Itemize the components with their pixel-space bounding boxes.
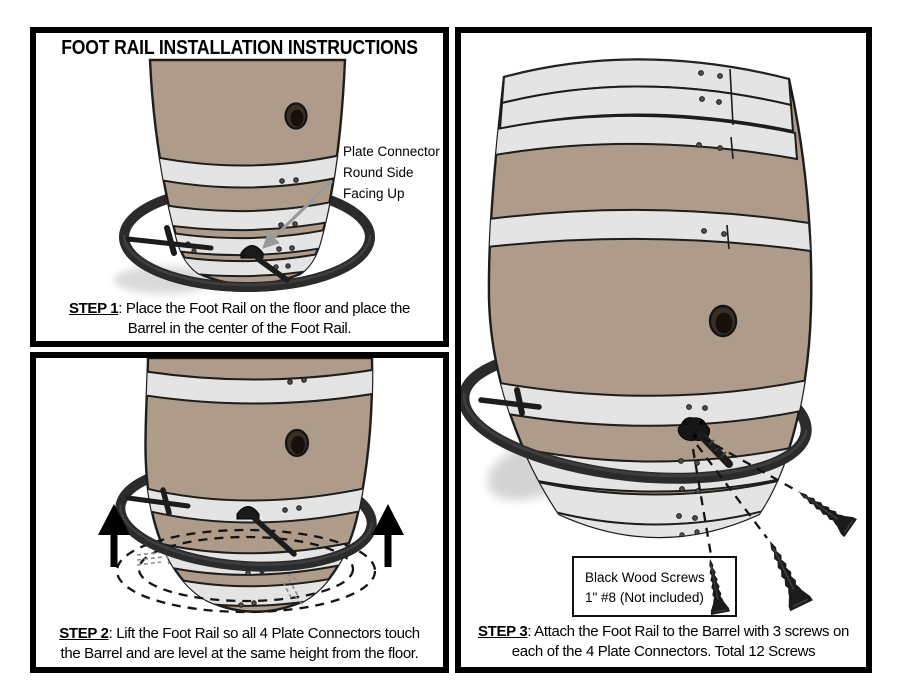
screw-guide-lines [691, 435, 800, 556]
side-plate-connector [125, 487, 191, 516]
step2-panel: STEP 2: Lift the Foot Rail so all 4 Plat… [30, 352, 449, 673]
up-arrow-right [372, 504, 404, 567]
floor-shadow [114, 266, 214, 294]
page-title: FOOT RAIL INSTALLATION INSTRUCTIONS [61, 37, 418, 59]
wood-screw [757, 534, 814, 613]
foot-rail-ring-back [119, 182, 375, 292]
step3-caption: STEP 3: Attach the Foot Rail to the Barr… [478, 623, 849, 660]
foot-rail-ring-front [115, 506, 377, 572]
foot-rail-ring-back [115, 460, 377, 572]
up-arrow-left [98, 504, 130, 567]
pointer-arrow [262, 179, 334, 249]
step2-label: STEP 2 [59, 625, 109, 642]
step2-illustration [98, 358, 404, 614]
bung-hole [284, 102, 308, 130]
wood-screw [791, 482, 858, 538]
bung-hole [284, 428, 310, 458]
step2-caption: STEP 2: Lift the Foot Rail so all 4 Plat… [59, 625, 420, 662]
front-plate-connector [677, 417, 733, 468]
barrel-illustration [487, 58, 813, 539]
bung-hole [708, 304, 738, 338]
side-plate-connector [478, 387, 542, 416]
step1-caption: STEP 1: Place the Foot Rail on the floor… [68, 300, 411, 337]
step3-panel: Black Wood Screws 1" #8 (Not included) [455, 27, 872, 673]
front-plate-connector [236, 506, 297, 557]
foot-rail-ring-front [461, 395, 812, 484]
floor-shadow [487, 438, 587, 500]
side-plate-connector [125, 225, 214, 256]
step1-panel: FOOT RAIL INSTALLATION INSTRUCTIONS [30, 27, 449, 347]
hidden-screw-sketch-right [282, 573, 304, 606]
barrel-illustration [148, 58, 347, 286]
dashed-floor-outline [115, 528, 377, 614]
foot-rail-ring-front [119, 236, 375, 292]
step3-label: STEP 3 [478, 623, 528, 640]
front-plate-connector [240, 245, 290, 283]
hidden-screw-sketch-left [136, 547, 170, 566]
foot-rail-ring-back [461, 344, 812, 484]
step1-label: STEP 1 [68, 300, 119, 317]
screw-note-box: Black Wood Screws 1" #8 (Not included) [572, 556, 737, 617]
plate-connector-note: Plate Connector Round Side Facing Up [343, 144, 440, 201]
barrel-illustration [144, 358, 374, 613]
